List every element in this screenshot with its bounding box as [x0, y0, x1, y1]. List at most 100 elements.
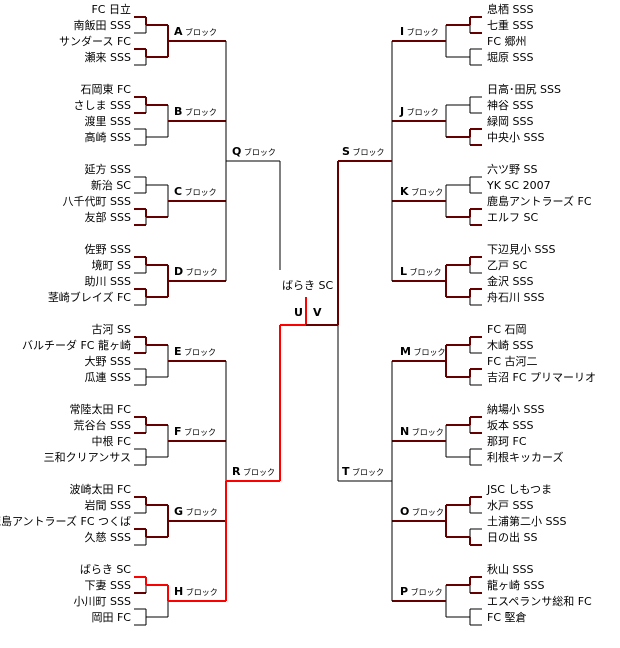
team-name: YK SC 2007: [487, 179, 551, 192]
block-suffix: ブロック: [409, 508, 444, 517]
team-name: 佐野 SSS: [84, 243, 131, 256]
team-name: 下妻 SSS: [84, 579, 131, 592]
block-label-c: C ブロック: [174, 186, 217, 199]
team-name: FC 石岡: [487, 323, 527, 336]
team-name: 鹿島アントラーズ FC: [487, 195, 592, 208]
team-name: JSC しもつま: [487, 483, 552, 496]
block-letter: I: [400, 25, 405, 38]
block-label-g: G ブロック: [174, 506, 218, 519]
team-name: 大野 SSS: [84, 355, 131, 368]
block-letter: N: [400, 425, 410, 438]
team-name: 土浦第二小 SSS: [487, 515, 567, 528]
team-name: 木崎 SSS: [487, 339, 534, 352]
block-suffix: ブロック: [181, 348, 217, 357]
block-letter: A: [174, 25, 183, 38]
block-label-l: L ブロック: [400, 266, 442, 279]
block-suffix: ブロック: [408, 588, 443, 597]
final-letter-v: V: [313, 306, 322, 319]
block-label-d: D ブロック: [174, 266, 218, 279]
block-letter: K: [400, 185, 409, 198]
team-name: 中央小 SSS: [487, 131, 545, 144]
block-suffix: ブロック: [183, 508, 218, 517]
block-label-p: P ブロック: [400, 586, 443, 599]
team-name: FC 古河二: [487, 355, 538, 368]
champion-name: ばらき SC: [282, 279, 334, 292]
team-name: エスペランサ総和 FC: [487, 595, 592, 608]
block-letter: P: [400, 585, 409, 598]
team-name: FC 郷州: [487, 35, 527, 48]
team-name: 龍ヶ崎 SSS: [487, 579, 545, 592]
team-name: FC 堅倉: [487, 611, 527, 624]
team-name: 波崎太田 FC: [69, 483, 131, 496]
team-name: 境町 SS: [91, 259, 131, 272]
team-name: 堀原 SSS: [487, 51, 534, 64]
team-name: 荒谷台 SSS: [73, 419, 131, 432]
block-suffix: ブロック: [404, 28, 439, 37]
team-name: 八千代町 SSS: [62, 195, 131, 208]
team-name: 緑岡 SSS: [487, 115, 534, 128]
block-suffix: ブロック: [349, 148, 385, 157]
team-name: 久慈 SSS: [84, 531, 131, 544]
team-name: FC 日立: [91, 3, 131, 16]
block-label-m: M ブロック: [400, 346, 446, 359]
block-letter: C: [174, 185, 183, 198]
block-letter: B: [174, 105, 183, 118]
team-name: 金沢 SSS: [487, 275, 534, 288]
semi-label-t: T ブロック: [342, 466, 384, 479]
block-suffix: ブロック: [182, 108, 217, 117]
block-letter: T: [342, 465, 350, 478]
block-suffix: ブロック: [182, 188, 217, 197]
block-letter: S: [342, 145, 350, 158]
team-name: 岡田 FC: [91, 611, 131, 624]
team-name: 舟石川 SSS: [487, 291, 545, 304]
semi-label-s: S ブロック: [342, 146, 384, 159]
team-name: 岩間 SSS: [84, 499, 131, 512]
block-suffix: ブロック: [183, 588, 218, 597]
block-suffix: ブロック: [240, 468, 276, 477]
block-suffix: ブロック: [181, 428, 217, 437]
block-letter: D: [174, 265, 184, 278]
block-label-f: F ブロック: [174, 426, 216, 439]
team-name: 南飯田 SSS: [73, 19, 131, 32]
team-name: 小川町 SSS: [73, 595, 131, 608]
block-letter: Q: [232, 145, 242, 158]
team-name: さしま SSS: [73, 99, 131, 112]
team-name: バルチーダ FC 龍ヶ崎: [21, 339, 131, 352]
block-suffix: ブロック: [407, 268, 442, 277]
block-letter: G: [174, 505, 184, 518]
team-name: 瓜連 SSS: [84, 371, 131, 384]
block-label-b: B ブロック: [174, 106, 217, 119]
team-name: 鹿島アントラーズ FC つくば: [0, 515, 131, 528]
team-name: 息栖 SSS: [487, 3, 534, 16]
semi-label-r: R ブロック: [232, 466, 275, 479]
final-letter-u: U: [294, 306, 303, 319]
team-name: 水戸 SSS: [487, 499, 534, 512]
team-name: 那珂 FC: [487, 435, 527, 448]
block-letter: F: [174, 425, 182, 438]
team-name: 中根 FC: [91, 435, 131, 448]
block-letter: J: [400, 105, 405, 118]
block-suffix: ブロック: [183, 268, 218, 277]
block-letter: E: [174, 345, 182, 358]
team-name: 日高･田尻 SSS: [487, 83, 561, 96]
team-name: 六ツ野 SS: [487, 163, 538, 176]
block-suffix: ブロック: [182, 28, 218, 37]
team-name: 日の出 SS: [487, 531, 538, 544]
block-suffix: ブロック: [408, 188, 444, 197]
block-suffix: ブロック: [409, 428, 444, 437]
semi-label-q: Q ブロック: [232, 146, 276, 159]
block-letter: O: [400, 505, 410, 518]
team-name: 利根キッカーズ: [487, 451, 564, 464]
team-name: 延方 SSS: [84, 163, 131, 176]
team-name: 吉沼 FC プリマーリオ: [487, 371, 597, 384]
block-letter: L: [400, 265, 408, 278]
block-suffix: ブロック: [404, 108, 439, 117]
team-name: 友部 SSS: [84, 211, 131, 224]
block-label-h: H ブロック: [174, 586, 218, 599]
team-name: 高崎 SSS: [84, 131, 131, 144]
team-name: 乙戸 SC: [487, 259, 528, 272]
team-name: 納場小 SSS: [487, 403, 545, 416]
block-label-k: K ブロック: [400, 186, 443, 199]
block-letter: M: [400, 345, 411, 358]
